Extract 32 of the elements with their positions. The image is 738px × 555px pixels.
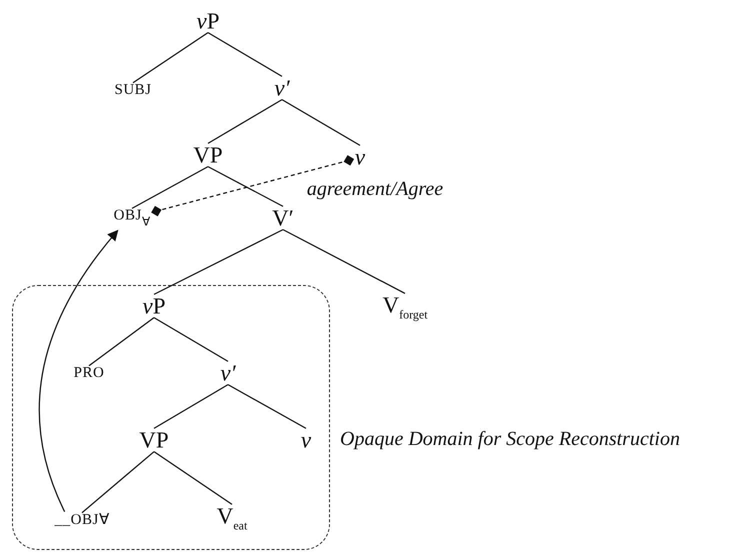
tree-node-label: VP [193, 142, 223, 168]
tree-branch [154, 451, 232, 505]
tree-node-label: v′ [220, 360, 236, 386]
tree-branch [132, 32, 208, 84]
tree-branch [154, 229, 284, 295]
tree-node-label: OBJ$_{∀}$ [114, 207, 150, 229]
tree-branch [154, 384, 228, 429]
tree-node-label: v [300, 427, 312, 453]
tree-node-label: v [354, 144, 366, 170]
tree-branch [282, 229, 406, 294]
tree-branch [82, 451, 154, 514]
tree-node-label: SUBJ [114, 82, 152, 98]
tree-branch [208, 166, 284, 207]
tree-branch [132, 166, 208, 209]
tree-node-label: vP [142, 293, 166, 319]
tree-node-label: PRO [74, 364, 104, 382]
tree-branch [208, 32, 282, 77]
tree-node-label: __OBJ∀ [54, 512, 110, 528]
tree-node-label: V′ [272, 205, 294, 231]
tree-branch [154, 317, 228, 362]
tree-branch [88, 317, 154, 366]
tree-branch [228, 384, 306, 429]
tree-node-label: V$_{forget}$ [382, 292, 428, 322]
movement-arrow [38, 230, 118, 512]
tree-node-label: v′ [274, 75, 290, 101]
tree-branch [208, 99, 282, 144]
tree-node-label: V$_{eat}$ [216, 503, 248, 533]
agreement-line [151, 155, 354, 216]
tree-node-label: VP [139, 427, 169, 453]
tree-node-label: vP [196, 8, 220, 34]
tree-branch [282, 99, 360, 146]
domain-label: Opaque Domain for Scope Reconstruction [340, 428, 680, 451]
